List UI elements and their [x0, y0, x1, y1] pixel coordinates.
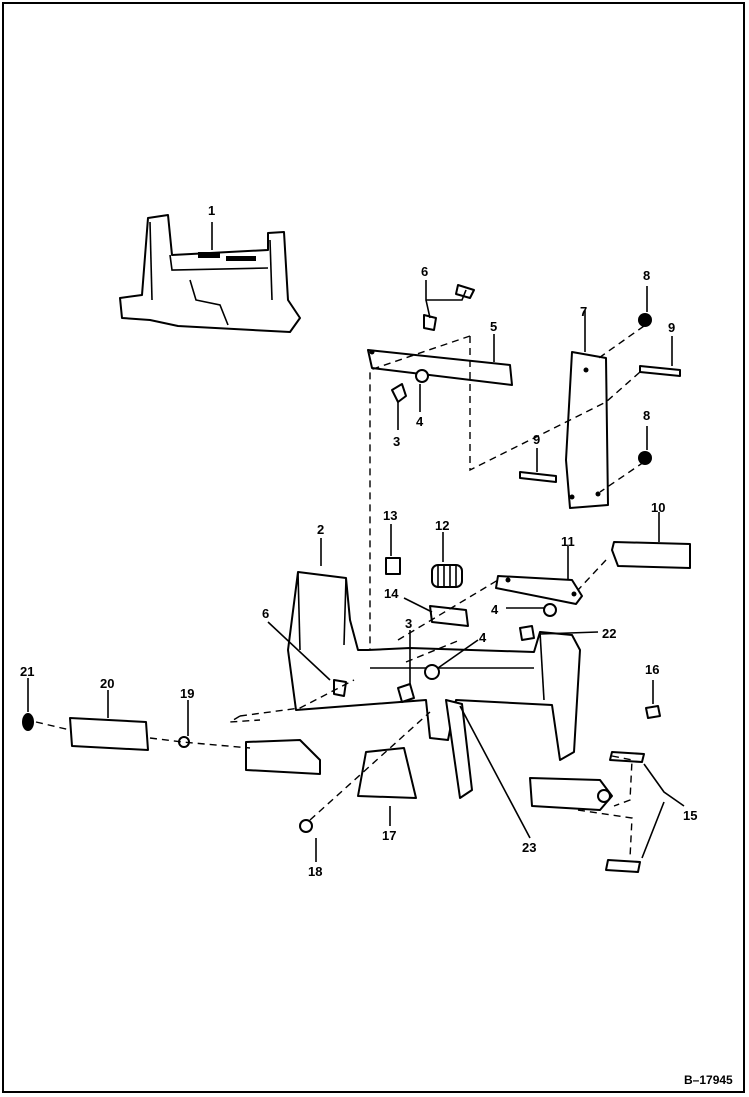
part-5-plate [367, 349, 513, 386]
part-3-4-fastener-top [391, 369, 429, 403]
callout-17: 17 [382, 828, 396, 843]
callout-4: 4 [491, 602, 499, 617]
callout-2: 2 [317, 522, 324, 537]
part-8-nut-lower [638, 451, 652, 465]
leader-lines [27, 222, 685, 862]
callout-18: 18 [308, 864, 322, 879]
part-22-bolt [519, 625, 535, 641]
callout-20: 20 [100, 676, 114, 691]
part-4-washer-lower [424, 664, 440, 680]
callout-3: 3 [405, 616, 412, 631]
part-8-nut-upper [638, 313, 652, 327]
callout-6: 6 [262, 606, 269, 621]
part-10-block [611, 541, 691, 569]
callout-9: 9 [668, 320, 675, 335]
part-14-bracket [429, 605, 469, 627]
part-9-pin-lower [519, 471, 557, 483]
callout-23: 23 [522, 840, 536, 855]
callout-19: 19 [180, 686, 194, 701]
callout-10: 10 [651, 500, 665, 515]
part-12-spring [431, 564, 463, 588]
part-13-spacer [385, 557, 401, 575]
callout-4: 4 [416, 414, 424, 429]
drawing-reference-number: B–17945 [684, 1073, 733, 1087]
callout-14: 14 [384, 586, 399, 601]
part-7-vertical-plate [565, 351, 609, 509]
part-15-plate-lower [605, 859, 641, 873]
callout-labels: 1 2 3 3 4 4 4 5 6 6 7 8 8 9 9 10 11 12 1… [20, 203, 697, 879]
part-11-lever [495, 575, 583, 605]
part-16-bolt [645, 705, 661, 719]
callout-15: 15 [683, 808, 697, 823]
assembly-dash-lines [35, 325, 645, 859]
part-6-bolts-top [423, 284, 475, 331]
part-2-main-frame [245, 571, 613, 811]
callout-6: 6 [421, 264, 428, 279]
part-4-washer-right [543, 603, 557, 617]
callout-16: 16 [645, 662, 659, 677]
callout-12: 12 [435, 518, 449, 533]
callout-8: 8 [643, 408, 650, 423]
part-6-bolt-left [333, 679, 347, 697]
callout-11: 11 [561, 534, 575, 549]
callout-5: 5 [490, 319, 497, 334]
part-9-pin-upper [639, 365, 681, 377]
callout-4: 4 [479, 630, 487, 645]
callout-8: 8 [643, 268, 650, 283]
callout-13: 13 [383, 508, 397, 523]
callout-7: 7 [580, 304, 587, 319]
callout-1: 1 [208, 203, 215, 218]
part-17-wedge [357, 747, 417, 799]
part-1-frame-assembly [119, 214, 301, 333]
callout-9: 9 [533, 432, 540, 447]
part-21-cap [22, 713, 34, 731]
part-18-bolt [299, 819, 313, 833]
part-3-bolt-lower [397, 683, 415, 703]
callout-21: 21 [20, 664, 34, 679]
callout-3: 3 [393, 434, 400, 449]
part-20-pivot-pin [69, 717, 149, 751]
part-15-plate-upper [609, 751, 645, 763]
callout-22: 22 [602, 626, 616, 641]
